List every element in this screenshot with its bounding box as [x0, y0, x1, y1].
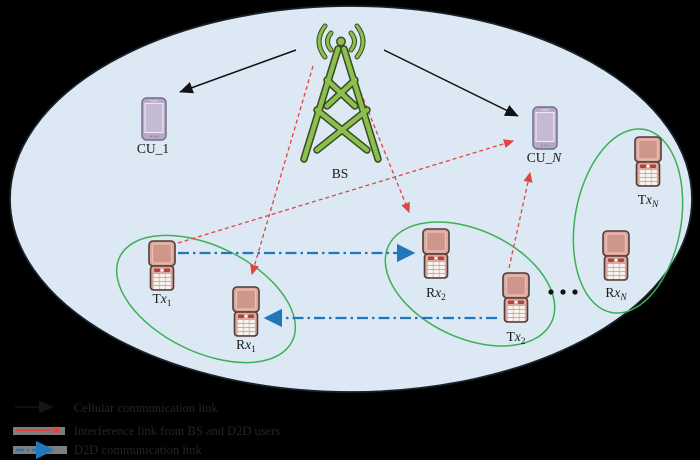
d2d-pair-1-ellipse [115, 234, 297, 364]
bs-antenna-dot [336, 36, 346, 47]
legend: Cellular communication link Interference… [13, 400, 280, 460]
tx1-label: Tx1 [153, 291, 172, 309]
cellular-link-bs-cu1-arrow [179, 49, 297, 94]
d2d-pair-ellipses [115, 128, 684, 364]
d2d-pair-2-ellipse [384, 221, 556, 347]
more-pairs-ellipsis [548, 289, 578, 295]
cu1-smartphone-icon [141, 97, 167, 141]
bs-tower-icon [304, 26, 378, 159]
rx2-label: Rx2 [426, 285, 446, 303]
interference-bs-rx2-arrow [349, 65, 410, 214]
rx2-flip-phone-icon [422, 228, 450, 279]
cun-smartphone-icon [532, 106, 558, 150]
interference-tx2-cun-arrow [508, 171, 533, 269]
rx1-label: Rx1 [236, 337, 256, 355]
cellular-link-bs-cun-arrow [383, 49, 519, 117]
interference-bs-rx1-arrow [250, 65, 314, 276]
d2d-pair-n-ellipse [572, 128, 684, 314]
txn-flip-phone-icon [634, 136, 662, 187]
d2d-links [178, 243, 497, 328]
interference-links [177, 65, 533, 276]
legend-cellular-link-label: Cellular communication link [74, 401, 218, 415]
cu1-label: CU_1 [137, 141, 169, 156]
legend-interference-arrow-dot [52, 426, 60, 434]
cellular-links [179, 49, 519, 117]
bs-label: BS [332, 166, 349, 181]
tx1-flip-phone-icon [148, 240, 176, 291]
tx2-label: Tx2 [507, 329, 526, 347]
rxn-label: RxN [605, 285, 627, 303]
legend-interference-link-label: Interference link from BS and D2D users [74, 424, 280, 438]
cun-label: CU_N [527, 150, 563, 165]
rx1-flip-phone-icon [232, 286, 260, 337]
interference-tx1-cun-arrow [177, 139, 515, 244]
tx2-flip-phone-icon [502, 272, 530, 323]
rxn-flip-phone-icon [602, 230, 630, 281]
txn-label: TxN [638, 192, 659, 210]
legend-d2d-link-label: D2D communication link [74, 443, 203, 457]
